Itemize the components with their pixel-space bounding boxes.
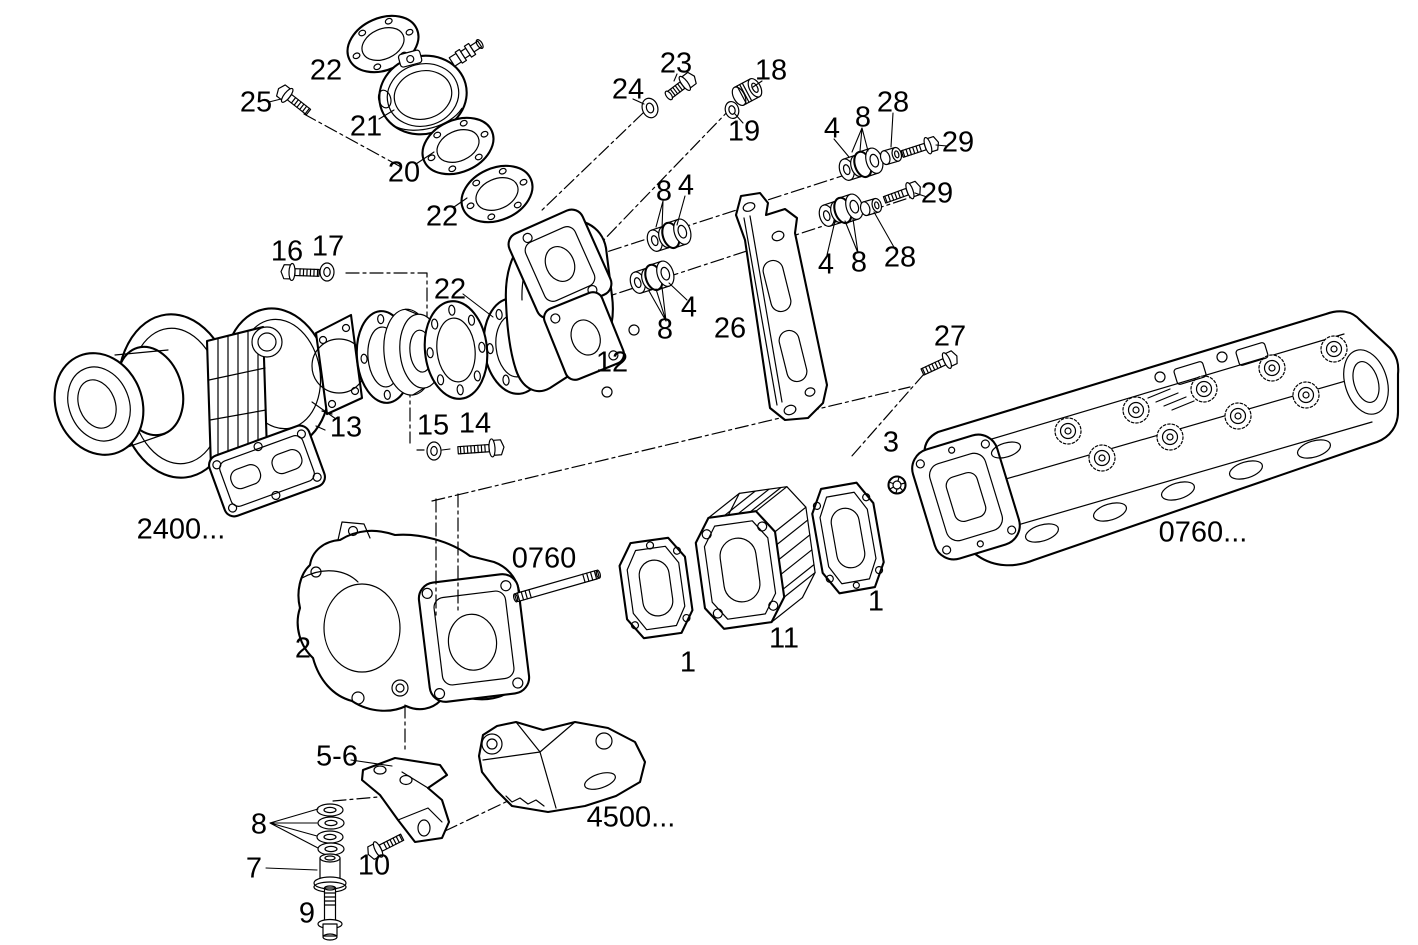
part-label-10: 10	[357, 849, 391, 882]
bolt-14	[457, 438, 504, 459]
part-label-23: 23	[659, 47, 693, 80]
part-label-22-top: 22	[309, 54, 343, 87]
part-label-8-e: 8	[250, 808, 268, 841]
stud-0760	[513, 570, 601, 603]
part-label-11: 11	[768, 622, 800, 655]
part-label-0760-stud: 0760	[511, 542, 577, 575]
part-label-28-a: 28	[876, 86, 910, 119]
fitting-23	[662, 69, 700, 103]
part-label-8-c: 8	[655, 175, 673, 208]
bracket-4500	[479, 722, 645, 812]
part-label-29-a: 29	[941, 126, 975, 159]
part-label-27: 27	[933, 320, 967, 353]
part-label-8-a: 8	[854, 101, 872, 134]
part-label-2400: 2400...	[136, 513, 226, 546]
part-label-29-b: 29	[920, 177, 954, 210]
hose-nipple	[448, 37, 485, 67]
part-label-3: 3	[882, 426, 900, 459]
gasket-13	[312, 315, 366, 414]
housing-2	[298, 522, 531, 711]
part-label-7: 7	[245, 852, 263, 885]
gasket-1-right	[808, 480, 887, 595]
label-leader-lines	[266, 74, 947, 870]
clamp-21	[369, 37, 485, 144]
part-label-26: 26	[713, 312, 747, 345]
part-label-24: 24	[611, 73, 645, 106]
part-label-22-low: 22	[433, 273, 467, 306]
spacer-11	[690, 484, 821, 631]
part-label-17: 17	[311, 230, 345, 263]
part-label-4500: 4500...	[586, 801, 676, 834]
gasket-22-lower	[420, 298, 492, 402]
part-label-8-b: 8	[850, 246, 868, 279]
part-label-22-mid: 22	[425, 200, 459, 233]
part-label-2: 2	[294, 632, 312, 665]
part-label-8-d: 8	[656, 313, 674, 346]
bracket-5-6	[362, 758, 449, 842]
head-front-face	[907, 430, 1024, 565]
part-label-1-left: 1	[679, 646, 697, 679]
head-end-flange	[1336, 344, 1395, 419]
part-label-25: 25	[239, 86, 273, 119]
part-label-18: 18	[754, 54, 788, 87]
plug-18	[730, 76, 765, 107]
support-plate-26	[736, 193, 827, 420]
part-label-16: 16	[270, 235, 304, 268]
part-label-14: 14	[458, 407, 492, 440]
part-label-19: 19	[727, 115, 761, 148]
exhaust-elbow-12	[479, 206, 639, 397]
nut-3	[889, 477, 906, 494]
part-label-13: 13	[329, 411, 363, 444]
part-label-4-a: 4	[823, 112, 841, 145]
part-label-5-6: 5-6	[316, 740, 358, 773]
cylinder-head	[907, 311, 1398, 565]
part-label-4-b: 4	[817, 248, 835, 281]
part-label-9: 9	[298, 897, 316, 930]
part-label-15: 15	[416, 409, 450, 442]
part-label-4-c: 4	[677, 169, 695, 202]
turbocharger	[40, 300, 341, 519]
part-label-1-right: 1	[867, 585, 885, 618]
part-label-12: 12	[595, 346, 629, 379]
gasket-1-left	[617, 536, 696, 640]
part-label-0760-head: 0760...	[1158, 516, 1248, 549]
part-label-21: 21	[349, 110, 383, 143]
turbo-outlet-flange	[206, 423, 327, 519]
part-label-20: 20	[387, 156, 421, 189]
bolt-9	[318, 886, 342, 940]
assembly-center-lines-front	[333, 494, 510, 831]
part-label-4-d: 4	[680, 291, 698, 324]
part-label-28-b: 28	[883, 241, 917, 274]
